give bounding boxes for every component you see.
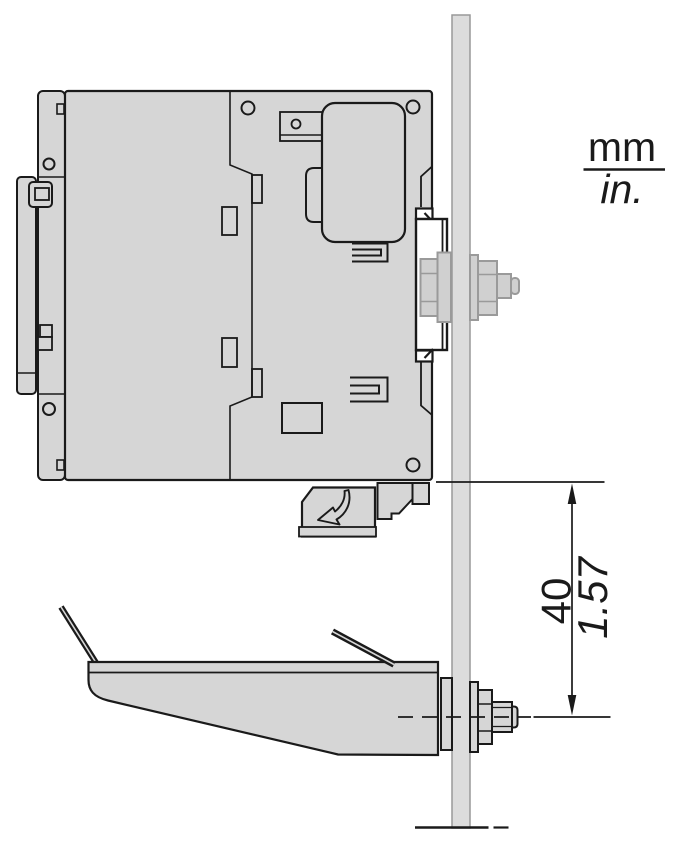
vent-slot-4: [221, 337, 238, 368]
controller-side-view: [16, 89, 434, 482]
body-internal-seam: [229, 91, 253, 480]
dimension-value-in: 1.57: [569, 555, 616, 638]
din-latch: [298, 482, 430, 538]
lower-mounting-bolt: [398, 681, 531, 753]
flange-divider-lines: [38, 176, 65, 395]
ghost-bolt-tip: [510, 277, 520, 295]
wire-left-core: [60, 606, 98, 664]
connector-clip-top-inner: [34, 187, 50, 201]
upper-mounting-bolt-ghost: [419, 251, 520, 323]
terminal-connector-block: [16, 176, 37, 395]
arrowhead-up-icon: [567, 483, 577, 504]
ghost-washer-left: [436, 251, 452, 323]
connector-foot-middle: [350, 376, 389, 403]
bracket-hook-bottom: [414, 349, 434, 363]
label-tab: [279, 111, 325, 142]
dimension-value-mm: 40: [533, 578, 580, 625]
screw-hole-top-right: [405, 99, 421, 115]
dimension-annotation: 40 1.57: [436, 481, 616, 718]
vent-slot-1: [251, 174, 263, 204]
bottom-slot: [281, 402, 323, 434]
latch-hook-piece: [411, 482, 430, 505]
spade-terminal-lug: [58, 605, 453, 757]
label-tab-hole: [290, 118, 302, 130]
arrowhead-down-icon: [567, 695, 577, 716]
latch-lip: [298, 526, 377, 538]
screw-hole-top-left: [240, 100, 256, 116]
bolt-shank-threads: [492, 706, 512, 728]
plug-cover: [320, 101, 407, 244]
ghost-nut-right: [477, 260, 498, 316]
screw-hole-bottom-right: [405, 457, 421, 473]
rotation-direction-arrow-icon: [317, 489, 351, 526]
ghost-washer-right: [469, 254, 479, 321]
bracket-hook-bottom-notch: [423, 348, 434, 359]
connector-foot-top: [352, 242, 389, 263]
unit-mm-label: mm: [588, 124, 656, 170]
bolt-nut-facets: [478, 703, 492, 732]
left-flange: [37, 90, 66, 481]
latch-step-piece: [376, 482, 414, 520]
flange-notch-bottom: [56, 459, 65, 471]
ghost-nut-left: [419, 258, 439, 317]
plug-cover-side-tab: [305, 167, 323, 223]
wire-right-core: [332, 630, 395, 666]
right-edge-recess-bottom: [420, 362, 433, 416]
flange-notch-top: [56, 103, 65, 115]
flange-hole-top: [42, 157, 56, 171]
vent-slot-2: [221, 206, 238, 236]
ghost-nut-right-facets: [478, 273, 497, 303]
ghost-bolt-shank: [496, 273, 512, 299]
ghost-nut-left-facets: [420, 272, 438, 303]
units-legend: mm in.: [583, 124, 665, 212]
vent-slot-3: [251, 368, 263, 398]
connector-clip-middle-b: [37, 336, 53, 351]
flange-hole-bottom: [42, 402, 56, 416]
mounting-plate: [451, 14, 471, 829]
lug-spacer-block: [440, 677, 453, 751]
unit-in-label: in.: [600, 166, 643, 212]
connector-clip-middle-a: [39, 324, 53, 338]
lug-body: [87, 660, 440, 757]
bolt-tip: [511, 705, 519, 729]
right-edge-recess-top: [420, 165, 433, 207]
